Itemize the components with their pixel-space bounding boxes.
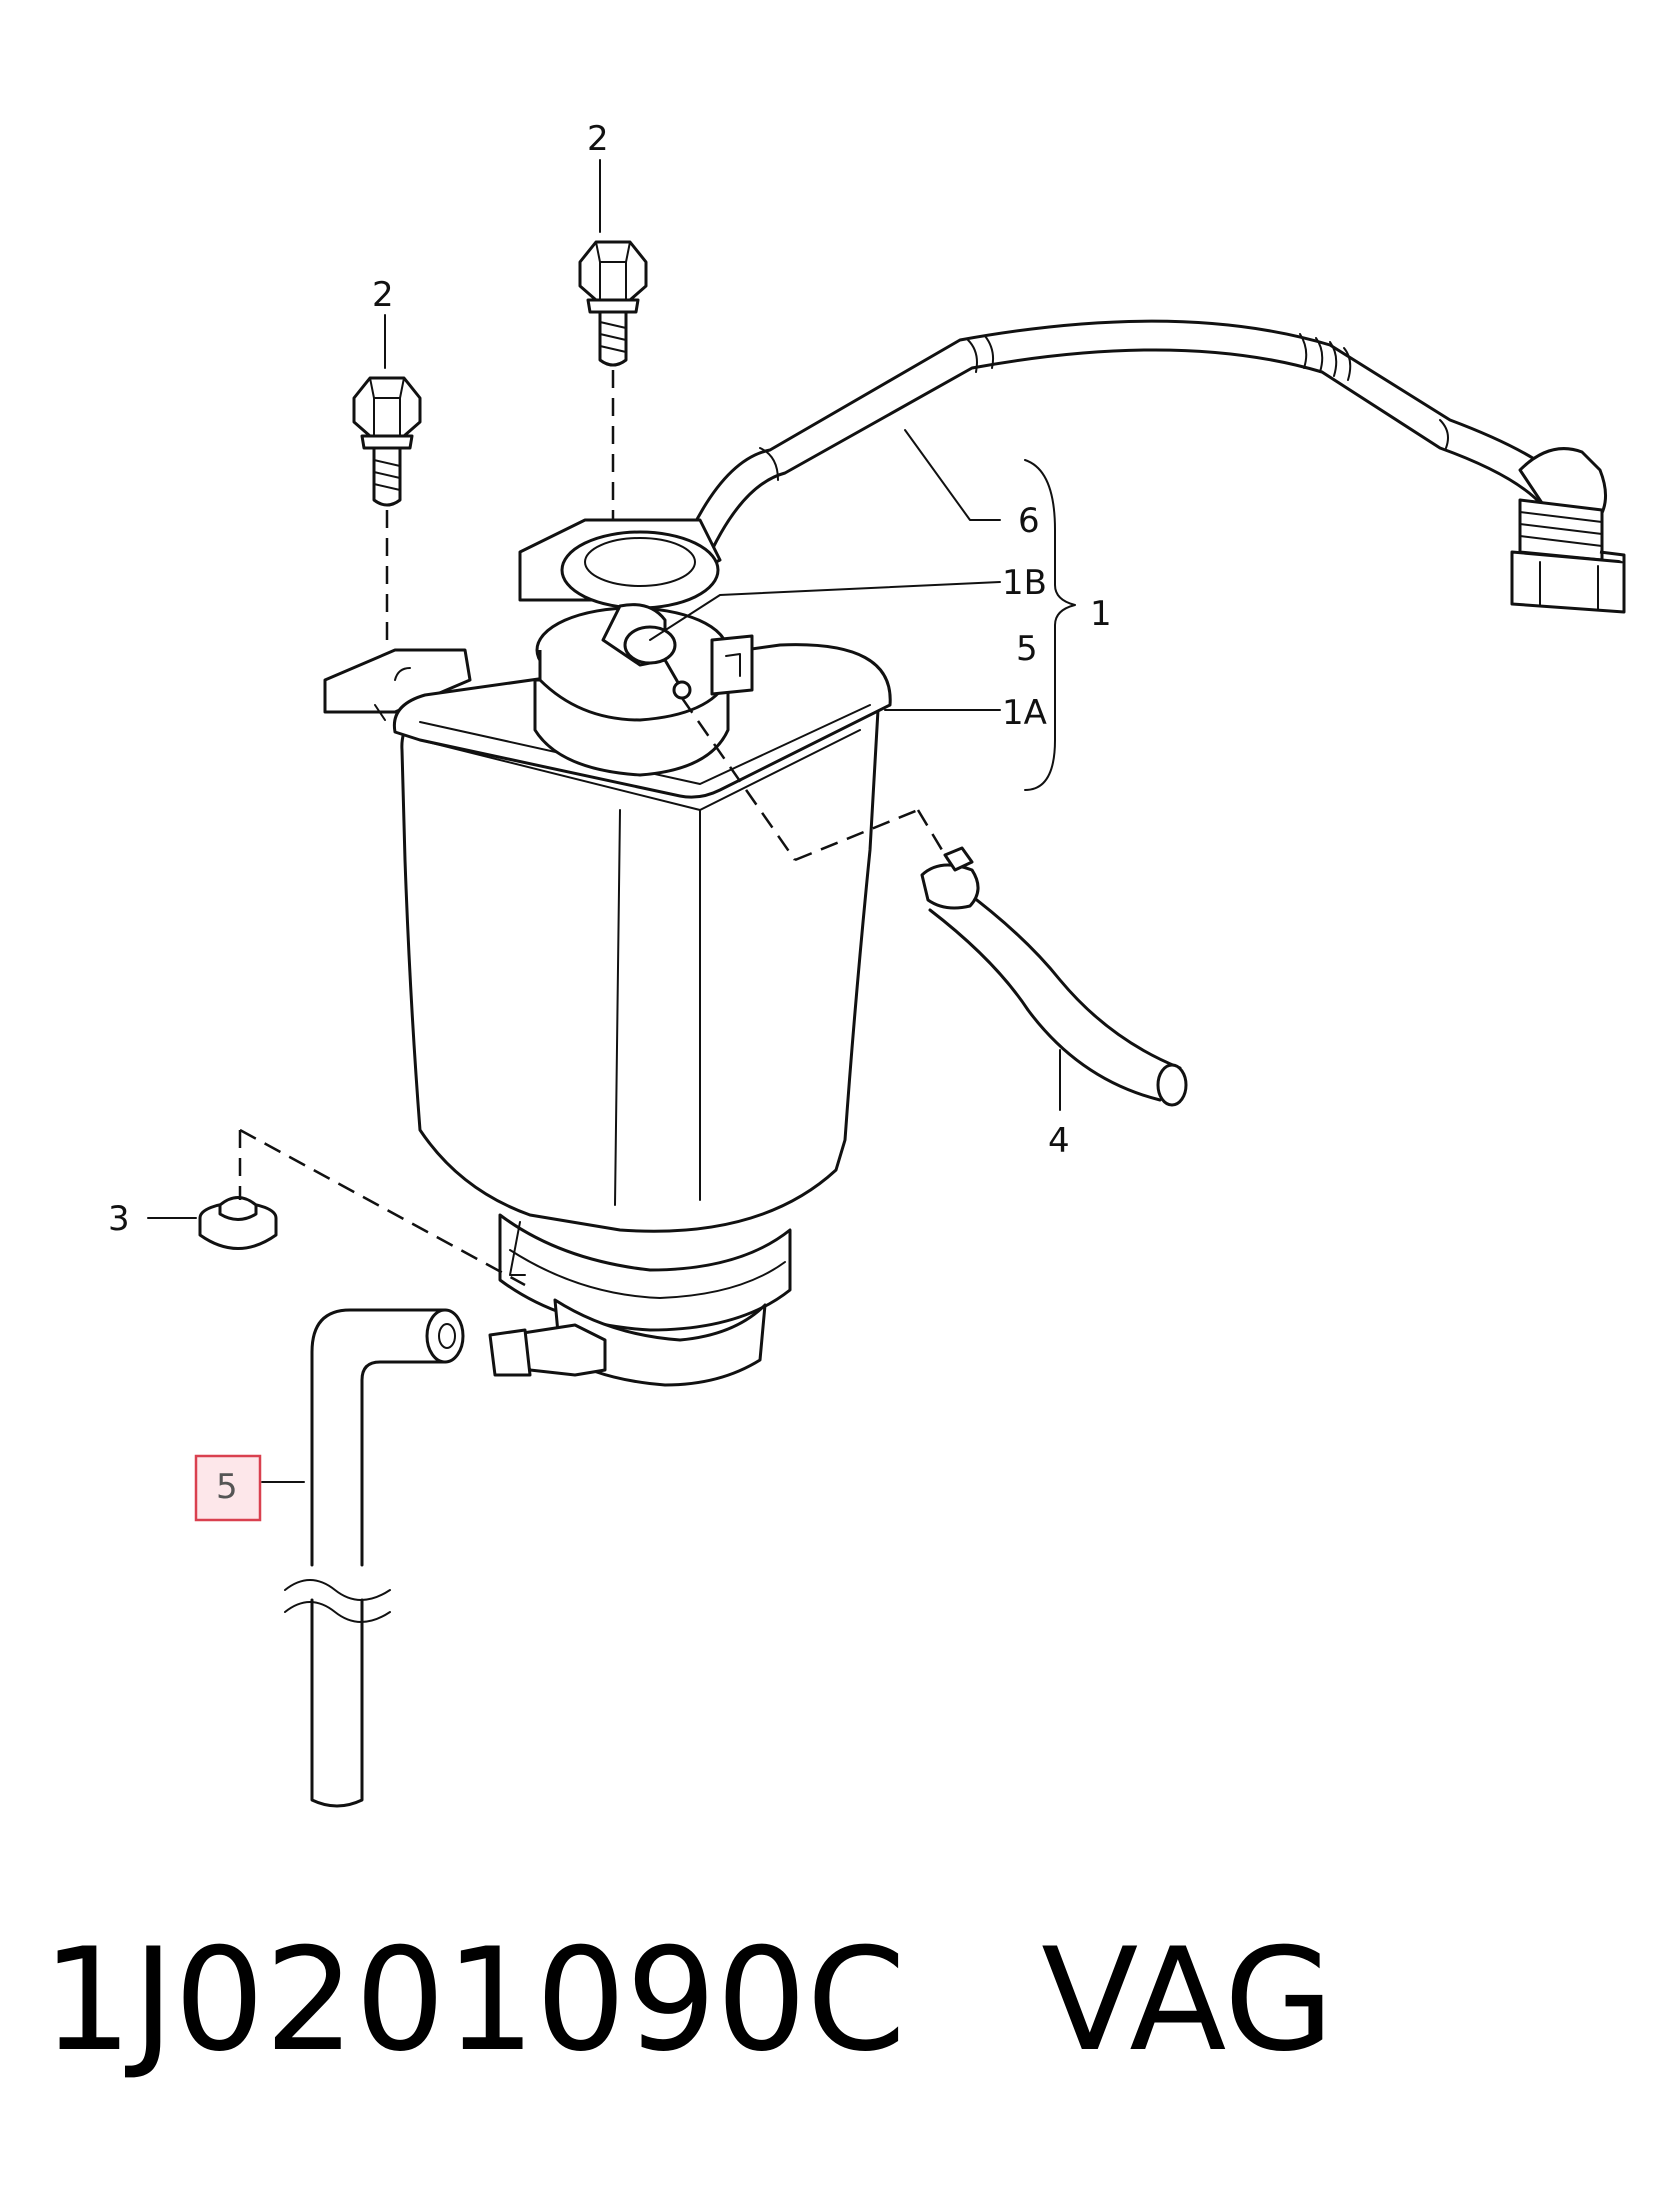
brand-name: VAG bbox=[1041, 1918, 1334, 2083]
label-hose-bottom: 5 bbox=[216, 1467, 238, 1507]
leader-lines bbox=[147, 159, 1076, 1483]
label-sender-part: 5 bbox=[1016, 629, 1038, 669]
label-bolt-top: 2 bbox=[587, 119, 609, 159]
label-hose-line: 6 bbox=[1018, 501, 1040, 541]
part-number: 1J0201090C bbox=[42, 1918, 906, 2083]
label-sender: 1B bbox=[1002, 563, 1047, 603]
coolant-reservoir bbox=[323, 518, 892, 1387]
plug bbox=[198, 1196, 278, 1250]
lower-hose bbox=[284, 1308, 465, 1808]
right-hose bbox=[920, 846, 1188, 1107]
label-hose-right: 4 bbox=[1048, 1121, 1070, 1161]
part-number-caption: 1J0201090C VAG bbox=[42, 1930, 1334, 2072]
hose-line bbox=[678, 319, 1626, 614]
highlight-box bbox=[194, 1454, 262, 1522]
highlighted-callout[interactable]: 5 bbox=[194, 1454, 262, 1522]
bolt-left bbox=[352, 376, 422, 650]
bolt-top bbox=[578, 240, 648, 525]
label-cap: 1A bbox=[1002, 693, 1047, 733]
label-plug: 3 bbox=[108, 1199, 130, 1239]
label-assembly: 1 bbox=[1090, 594, 1112, 634]
label-bolt-left: 2 bbox=[372, 275, 394, 315]
